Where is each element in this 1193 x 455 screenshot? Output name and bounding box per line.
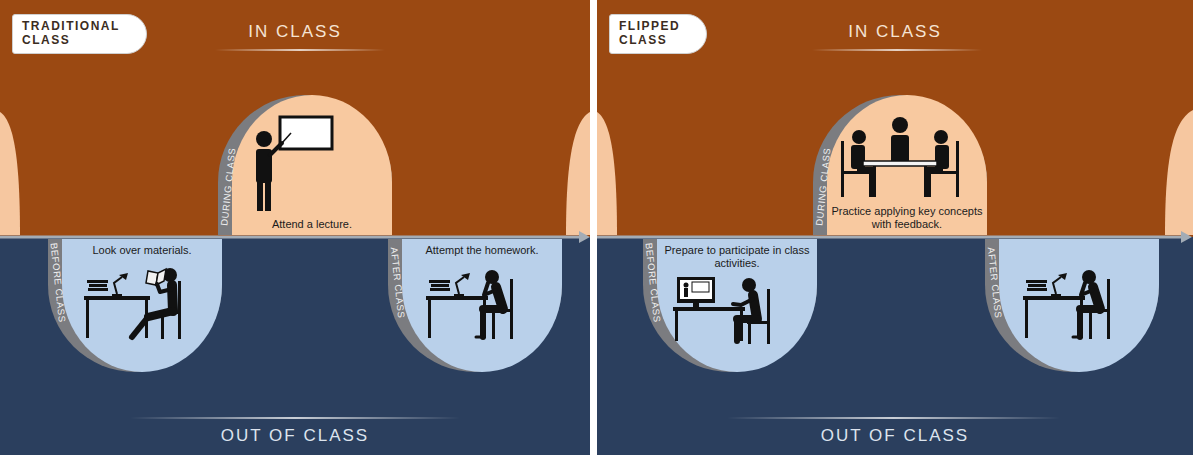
bubble-rim <box>985 239 1159 372</box>
tag-label: FLIPPED CLASS <box>619 20 680 48</box>
bubble-fill <box>657 239 817 372</box>
region-label: IN CLASS <box>597 22 1193 42</box>
bubble-outline <box>218 95 392 235</box>
bubble-rim <box>388 239 562 372</box>
phase-bubble: BEFORE CLASSPrepare to participate in cl… <box>643 239 817 372</box>
phase-bubble: DURING CLASSPractice applying key concep… <box>813 95 987 235</box>
bubble-fill <box>827 95 987 235</box>
bubble-fill <box>402 239 562 372</box>
bubble-rim <box>218 95 392 235</box>
bubble-fill <box>232 95 392 235</box>
region-label: OUT OF CLASS <box>0 426 590 446</box>
bubble-outline <box>985 239 1159 372</box>
activity-text: Look over materials. <box>64 244 220 257</box>
bubble-rim <box>48 239 222 372</box>
bubble-rim <box>813 95 987 235</box>
region-label: OUT OF CLASS <box>597 426 1193 446</box>
bubble-fill <box>999 239 1159 372</box>
phase-bubble: AFTER CLASSAttempt the homework. <box>388 239 562 372</box>
bubble-outline <box>388 239 562 372</box>
phase-bubble: BEFORE CLASSLook over materials. <box>48 239 222 372</box>
activity-text: Attempt the homework. <box>404 244 560 257</box>
activity-text: Practice applying key concepts with feed… <box>829 205 985 231</box>
phase-bubble: AFTER CLASS <box>985 239 1159 372</box>
class-panel: IN CLASS OUT OF CLASS FLIPPED CLASS BEFORE … <box>597 0 1193 455</box>
bubble-rim <box>643 239 817 372</box>
activity-text: Attend a lecture. <box>234 218 390 231</box>
bubble-fill <box>62 239 222 372</box>
panel-tag: FLIPPED CLASS <box>609 14 707 54</box>
bubble-outline <box>48 239 222 372</box>
class-panel: IN CLASSOUT OF CLASSTRADITIONAL CLASSBEF… <box>0 0 590 455</box>
tag-label: TRADITIONAL CLASS <box>22 20 120 48</box>
activity-text: Prepare to participate in class activiti… <box>659 244 815 270</box>
panel-tag: TRADITIONAL CLASS <box>12 14 147 54</box>
phase-bubble: DURING CLASSAttend a lecture. <box>218 95 392 235</box>
